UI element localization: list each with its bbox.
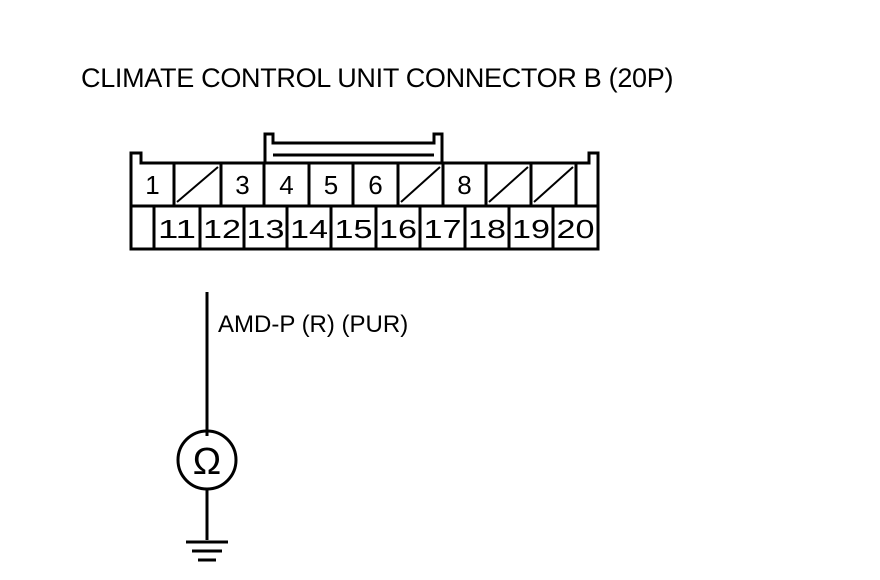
pin-label-4: 4 bbox=[279, 170, 293, 200]
pin-label-14: 14 bbox=[290, 214, 328, 244]
unused-pin-slash bbox=[533, 166, 574, 203]
wire-label: AMD-P (R) (PUR) bbox=[218, 311, 409, 338]
pin-label-6: 6 bbox=[368, 170, 382, 200]
pin-label-15: 15 bbox=[335, 214, 373, 244]
pin-label-13: 13 bbox=[247, 214, 285, 244]
unused-pin-slash bbox=[176, 166, 219, 203]
pin-label-17: 17 bbox=[424, 214, 462, 244]
pin-label-5: 5 bbox=[324, 170, 338, 200]
pin-label-19: 19 bbox=[512, 214, 550, 244]
pin-label-16: 16 bbox=[379, 214, 417, 244]
pin-label-12: 12 bbox=[203, 214, 241, 244]
unused-pin-slash bbox=[488, 166, 529, 203]
pin-label-20: 20 bbox=[557, 214, 595, 244]
pin-label-11: 11 bbox=[158, 214, 196, 244]
unused-pin-slash bbox=[400, 166, 441, 203]
ohmmeter-symbol: Ω bbox=[193, 441, 221, 483]
pin-label-8: 8 bbox=[457, 170, 471, 200]
pin-label-3: 3 bbox=[235, 170, 249, 200]
diagram-title: CLIMATE CONTROL UNIT CONNECTOR B (20P) bbox=[81, 63, 674, 93]
connector-latch bbox=[263, 132, 444, 163]
pin-label-1: 1 bbox=[145, 170, 159, 200]
ground-icon bbox=[186, 540, 228, 562]
pin-label-18: 18 bbox=[468, 214, 506, 244]
